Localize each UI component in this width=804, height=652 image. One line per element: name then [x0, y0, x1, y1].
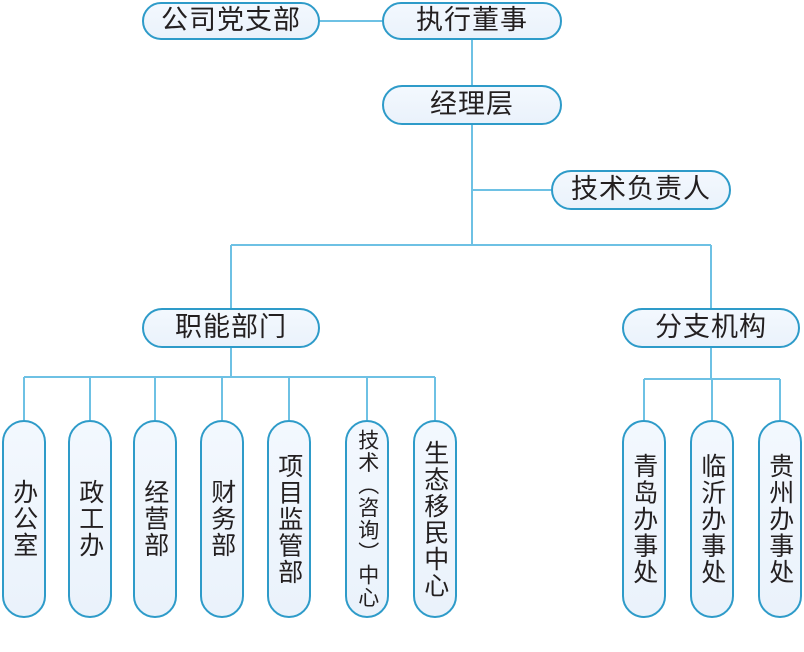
node-label: 技术负责人 [571, 173, 711, 205]
node-branch-unit-3[interactable]: 贵州办事处 [758, 420, 802, 618]
node-label: 办公室 [9, 479, 39, 559]
node-label: 分支机构 [655, 311, 767, 343]
node-functional-unit-3[interactable]: 经营部 [133, 420, 177, 618]
node-party-branch[interactable]: 公司党支部 [142, 2, 320, 40]
node-manager-level[interactable]: 经理层 [382, 85, 562, 125]
node-executive-director[interactable]: 执行董事 [382, 2, 562, 40]
node-label: 执行董事 [416, 4, 528, 36]
node-branch-offices[interactable]: 分支机构 [622, 308, 800, 348]
node-label: 公司党支部 [161, 4, 301, 36]
node-functional-unit-6[interactable]: 技术（咨询）中心 [345, 420, 389, 618]
node-label: 青岛办事处 [629, 452, 659, 586]
node-branch-unit-2[interactable]: 临沂办事处 [690, 420, 734, 618]
node-label: 贵州办事处 [765, 452, 795, 586]
node-label: 经理层 [430, 88, 514, 120]
node-label: 财务部 [207, 479, 237, 559]
node-label: 政工办 [75, 479, 105, 559]
node-functional-unit-7[interactable]: 生态移民中心 [413, 420, 457, 618]
node-label: 技术（咨询）中心 [355, 429, 380, 609]
node-functional-unit-2[interactable]: 政工办 [68, 420, 112, 618]
node-label: 经营部 [140, 479, 170, 559]
node-functional-departments[interactable]: 职能部门 [142, 308, 320, 348]
node-technical-director[interactable]: 技术负责人 [551, 170, 731, 210]
node-label: 临沂办事处 [697, 452, 727, 586]
node-functional-unit-5[interactable]: 项目监管部 [267, 420, 311, 618]
node-functional-unit-4[interactable]: 财务部 [200, 420, 244, 618]
node-label: 项目监管部 [274, 452, 304, 586]
node-branch-unit-1[interactable]: 青岛办事处 [622, 420, 666, 618]
node-label: 生态移民中心 [420, 439, 450, 599]
node-label: 职能部门 [175, 311, 287, 343]
node-functional-unit-1[interactable]: 办公室 [2, 420, 46, 618]
